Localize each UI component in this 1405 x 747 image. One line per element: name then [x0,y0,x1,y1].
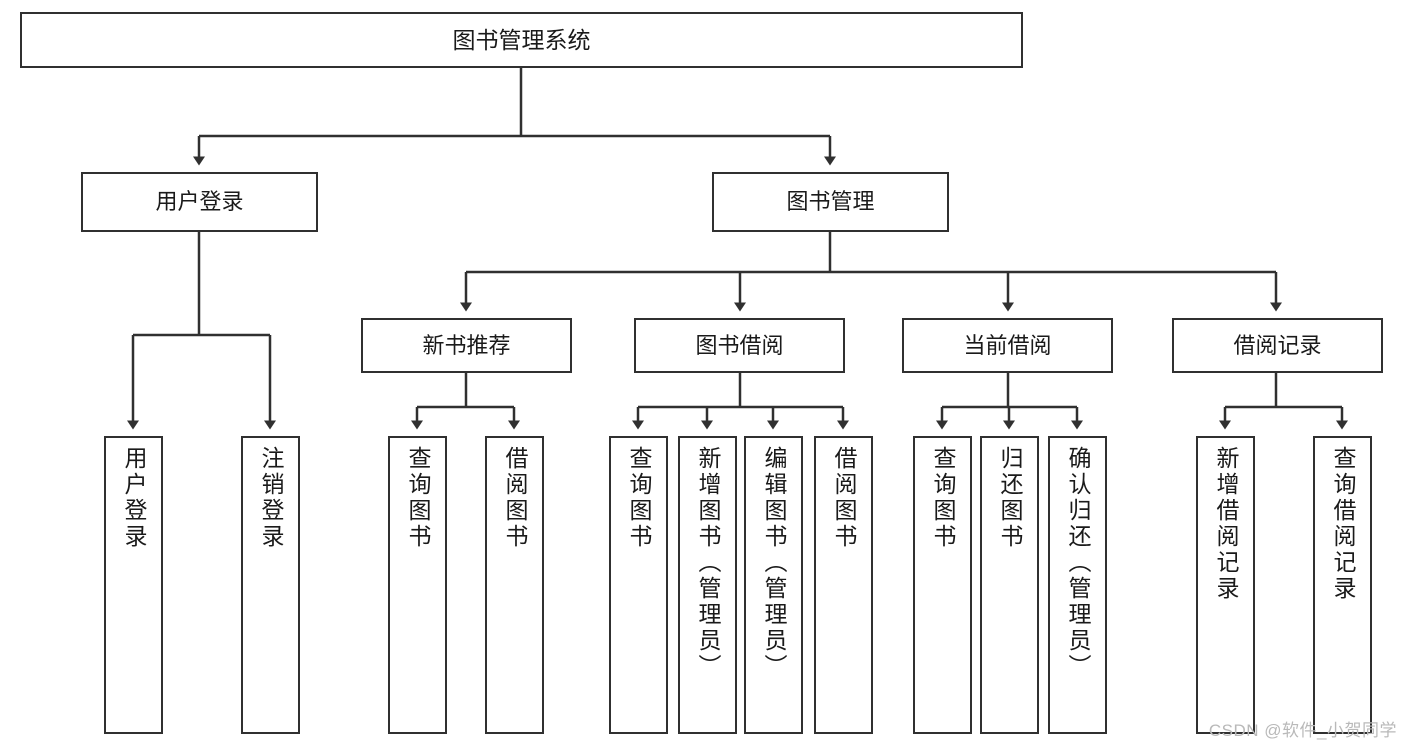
node-leaf-return-book[interactable]: 归还图书 [980,436,1039,734]
node-current-borrow[interactable]: 当前借阅 [902,318,1113,373]
node-leaf-user-login-label: 用户登录 [121,446,147,550]
node-leaf-confirm-return-label: 确认归还（管理员） [1065,446,1091,680]
node-leaf-borrow-book-1[interactable]: 借阅图书 [485,436,544,734]
node-leaf-borrow-book-2[interactable]: 借阅图书 [814,436,873,734]
node-leaf-query-book-1[interactable]: 查询图书 [388,436,447,734]
node-leaf-edit-book[interactable]: 编辑图书（管理员） [744,436,803,734]
node-book-manage-label: 图书管理 [786,189,875,215]
node-leaf-add-record[interactable]: 新增借阅记录 [1196,436,1255,734]
node-leaf-query-book-2-label: 查询图书 [626,446,652,550]
node-book-manage[interactable]: 图书管理 [712,172,949,232]
node-borrow-record[interactable]: 借阅记录 [1172,318,1383,373]
node-new-book-recommend-label: 新书推荐 [422,332,511,358]
node-current-borrow-label: 当前借阅 [963,332,1052,358]
node-leaf-query-book-1-label: 查询图书 [405,446,431,550]
node-leaf-query-record[interactable]: 查询借阅记录 [1313,436,1372,734]
node-book-borrow-label: 图书借阅 [695,332,784,358]
node-leaf-query-book-2[interactable]: 查询图书 [609,436,668,734]
node-leaf-edit-book-label: 编辑图书（管理员） [761,446,787,680]
watermark-text: CSDN @软件_小贺同学 [1208,721,1397,740]
node-leaf-add-record-label: 新增借阅记录 [1213,446,1239,602]
node-book-borrow[interactable]: 图书借阅 [634,318,845,373]
node-leaf-logout-login-label: 注销登录 [258,446,284,550]
node-new-book-recommend[interactable]: 新书推荐 [361,318,572,373]
node-leaf-borrow-book-1-label: 借阅图书 [502,446,528,550]
node-leaf-confirm-return[interactable]: 确认归还（管理员） [1048,436,1107,734]
node-leaf-logout-login[interactable]: 注销登录 [241,436,300,734]
node-user-login[interactable]: 用户登录 [81,172,318,232]
node-leaf-query-book-3[interactable]: 查询图书 [913,436,972,734]
node-leaf-query-record-label: 查询借阅记录 [1330,446,1356,602]
node-root[interactable]: 图书管理系统 [20,12,1023,68]
node-leaf-user-login[interactable]: 用户登录 [104,436,163,734]
node-leaf-query-book-3-label: 查询图书 [930,446,956,550]
node-leaf-add-book[interactable]: 新增图书（管理员） [678,436,737,734]
node-root-label: 图书管理系统 [452,26,591,53]
node-user-login-label: 用户登录 [155,189,244,215]
node-leaf-return-book-label: 归还图书 [997,446,1023,550]
node-borrow-record-label: 借阅记录 [1233,332,1322,358]
node-leaf-borrow-book-2-label: 借阅图书 [831,446,857,550]
node-leaf-add-book-label: 新增图书（管理员） [695,446,721,680]
